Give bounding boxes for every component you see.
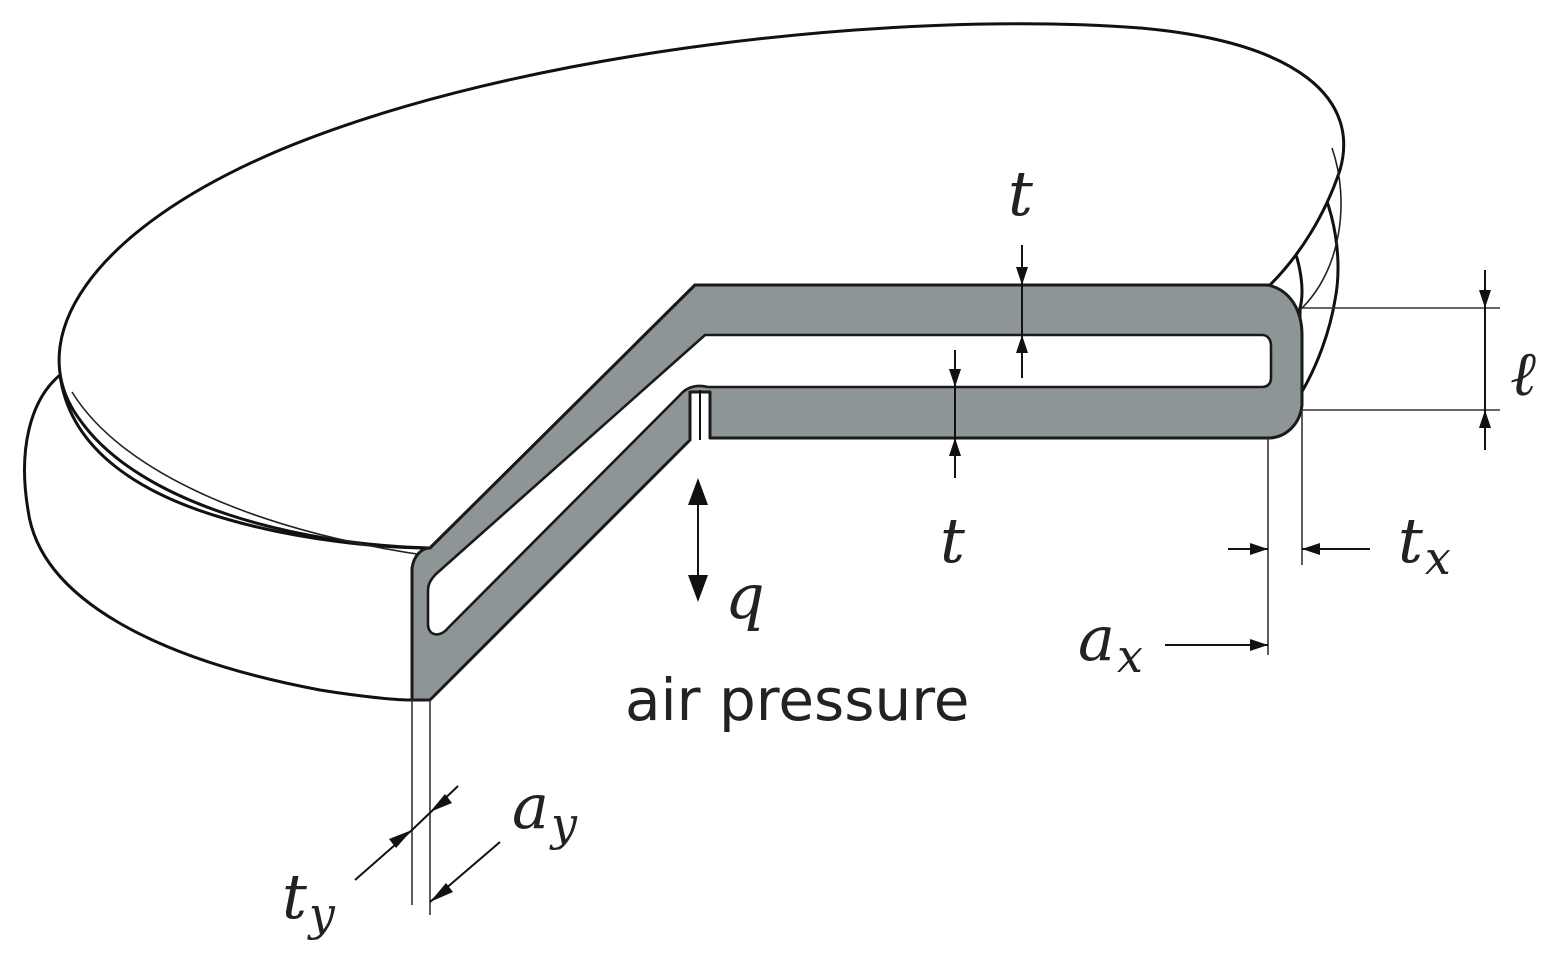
section-outer — [410, 283, 1304, 702]
dimension-lines — [354, 245, 1500, 915]
section-air-chamber — [426, 333, 1273, 636]
cross-section — [410, 283, 1304, 702]
disc-top-face — [57, 22, 1346, 550]
label-t-x: tx — [1398, 504, 1451, 585]
label-t-bottom: t — [940, 504, 965, 577]
label-a-y: ay — [512, 770, 578, 851]
disc-side-wall — [23, 373, 432, 702]
label-l: ℓ — [1510, 337, 1536, 410]
disc-right-edge-line — [1299, 147, 1342, 311]
label-t-y: ty — [282, 860, 336, 941]
label-q: q — [725, 560, 765, 633]
disc-rim-edge-line — [71, 391, 431, 557]
label-a-x: ax — [1078, 602, 1143, 683]
label-t-top: t — [1008, 157, 1033, 230]
label-air-pressure: air pressure — [625, 666, 969, 734]
